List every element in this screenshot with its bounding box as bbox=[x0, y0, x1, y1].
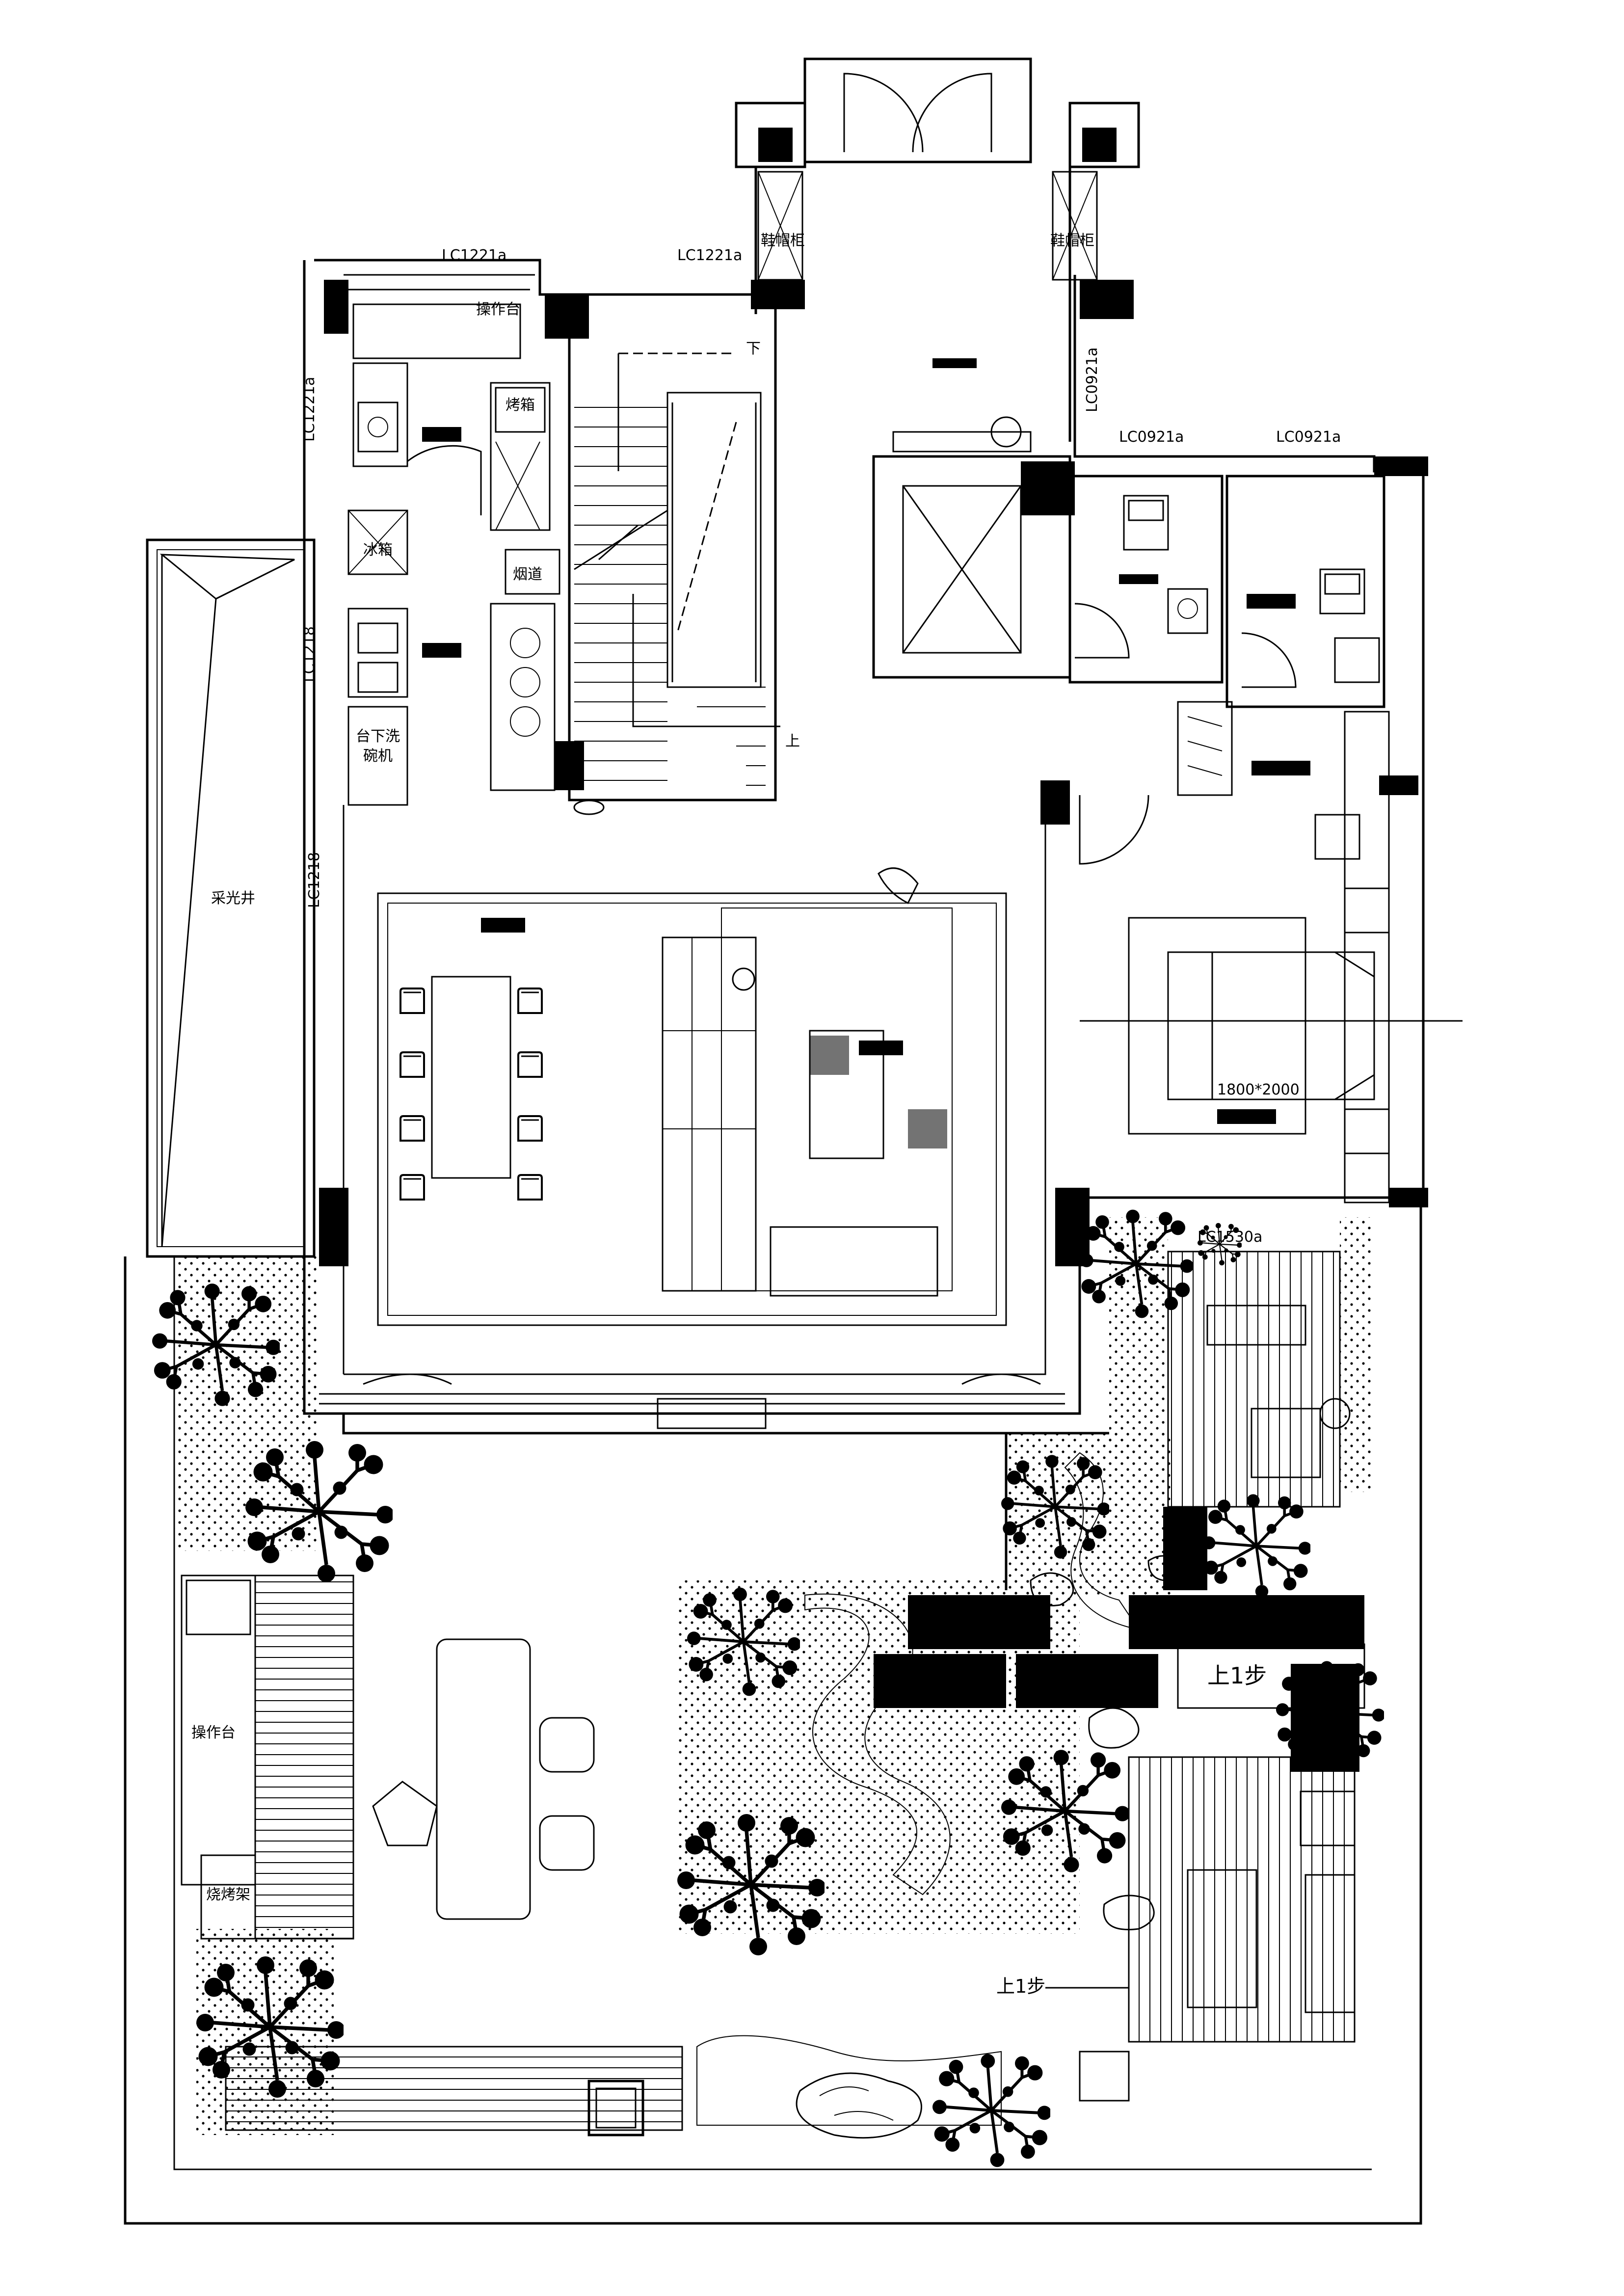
window-code: LC1221a bbox=[442, 247, 506, 264]
outdoor-operating-table-label: 操作台 bbox=[191, 1724, 236, 1741]
dining-chair-icon bbox=[518, 988, 542, 1013]
bed-size-label: 1800*2000 bbox=[1217, 1081, 1300, 1098]
window-code: LC1221a bbox=[301, 377, 318, 442]
dining-chair-icon bbox=[518, 1116, 542, 1141]
window-code: LC0921a bbox=[1119, 428, 1184, 446]
staircase: 下 上 bbox=[568, 293, 800, 815]
window-code: LC1218 bbox=[301, 626, 318, 682]
bbq-rack-label: 烧烤架 bbox=[206, 1886, 250, 1903]
elevator bbox=[872, 416, 1071, 679]
window-codes: LC1221a LC1221a LC1221a LC1218 LC1218 LC… bbox=[301, 247, 1341, 1246]
entrance-vestibule: 鞋帽柜 鞋帽柜 bbox=[735, 57, 1140, 442]
flue-label: 烟道 bbox=[513, 566, 542, 583]
operating-table-label: 操作台 bbox=[476, 301, 520, 318]
house-walls bbox=[303, 259, 1425, 1415]
step-up-bottom-label: 上1步 bbox=[996, 1976, 1045, 1997]
dishwasher-label-1: 台下洗 bbox=[356, 728, 400, 745]
dining-chair-icon bbox=[400, 988, 424, 1013]
window-code: LC1218 bbox=[306, 852, 323, 908]
window-code: LC1221a bbox=[677, 247, 742, 264]
dishwasher-label-2: 碗机 bbox=[363, 748, 393, 765]
structural-columns bbox=[319, 280, 1428, 1266]
living-dining bbox=[377, 867, 1007, 1326]
stair-up-label: 上 bbox=[785, 733, 800, 750]
kitchen: 操作台 烤箱 冰箱 烟道 台下洗 碗机 bbox=[347, 301, 560, 806]
window-code: LC0921a bbox=[1276, 428, 1341, 446]
stair-down-label: 下 bbox=[746, 340, 761, 357]
outdoor-terrace: 操作台 烧烤架 bbox=[181, 1414, 1109, 2136]
dining-chair-icon bbox=[518, 1052, 542, 1077]
step-up-right-label: 上1步 bbox=[1207, 1662, 1267, 1689]
dining-chair-icon bbox=[400, 1116, 424, 1141]
bedroom: 1800*2000 bbox=[1079, 711, 1463, 1203]
shoe-cabinet-right-label: 鞋帽柜 bbox=[1050, 232, 1094, 249]
timber-deck: 上1步 上1步 bbox=[996, 1251, 1365, 2102]
light-well: 采光井 bbox=[146, 538, 316, 1258]
dining-chair-icon bbox=[400, 1052, 424, 1077]
dining-chair-icon bbox=[518, 1175, 542, 1200]
fridge-label: 冰箱 bbox=[363, 541, 393, 559]
site-blocks bbox=[874, 1507, 1364, 1772]
dining-chair-icon bbox=[400, 1175, 424, 1200]
window-code: LC0921a bbox=[1084, 347, 1101, 412]
shoe-cabinet-left-label: 鞋帽柜 bbox=[761, 232, 805, 249]
bathrooms bbox=[1068, 475, 1385, 796]
openings bbox=[363, 1373, 1041, 1429]
light-well-label: 采光井 bbox=[211, 890, 255, 907]
oven-label: 烤箱 bbox=[506, 397, 535, 414]
site-boundary bbox=[124, 1207, 1422, 2225]
window-code: LC1530a bbox=[1198, 1228, 1262, 1246]
tree-icon bbox=[932, 2054, 1051, 2167]
tree-icon bbox=[1202, 1494, 1311, 1598]
